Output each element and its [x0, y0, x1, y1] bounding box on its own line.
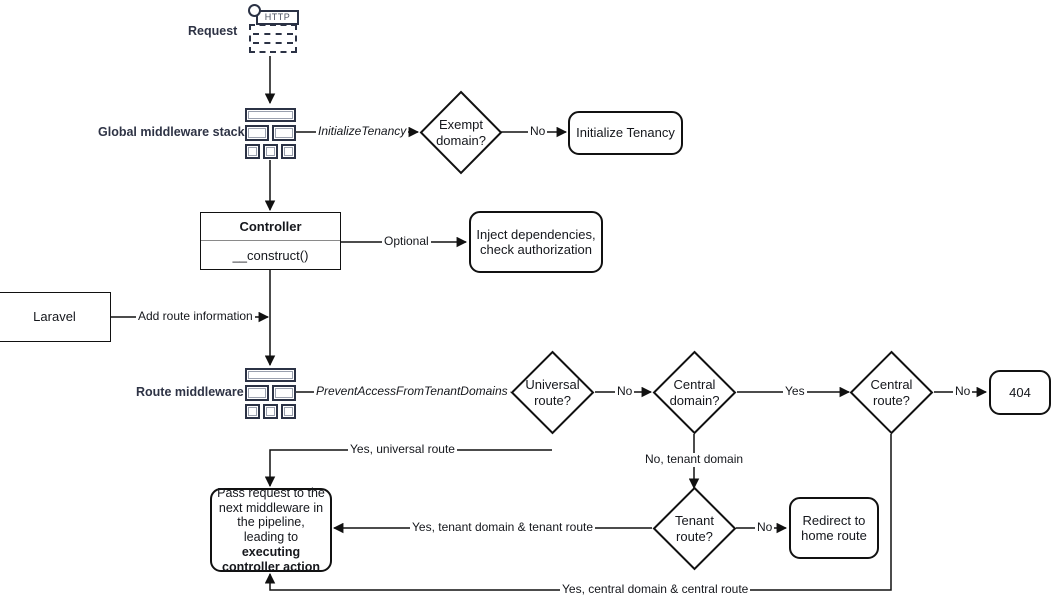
edge-label-yes-universal-route: Yes, universal route [348, 442, 457, 457]
stack-cell [281, 144, 296, 159]
edge-label-yes-central-domain-central-route: Yes, central domain & central route [560, 582, 751, 597]
edge-label-tenant-route-no: No [755, 520, 775, 535]
stack-row-top [245, 368, 296, 382]
stack-cell [245, 125, 269, 141]
decision-exempt-domain[interactable]: Exempt domain? [419, 90, 503, 175]
global-middleware-stack-label: Global middleware stack [98, 125, 245, 139]
stack-cell [263, 404, 278, 419]
edge-label-initialize-tenancy: InitializeTenancy [316, 124, 409, 139]
node-controller-title: Controller [201, 213, 340, 241]
node-controller-method: __construct() [232, 247, 309, 263]
stack-cell [245, 368, 296, 382]
node-redirect-home-route[interactable]: Redirect to home route [789, 497, 879, 559]
stack-row-middle [245, 125, 296, 141]
node-laravel[interactable]: Laravel [0, 292, 111, 342]
route-middleware-label: Route middleware [136, 385, 244, 399]
decision-universal-route[interactable]: Universal route? [510, 350, 595, 435]
http-request-body [249, 24, 297, 53]
http-label-box: HTTP [256, 10, 299, 25]
edge-label-central-domain-yes: Yes [783, 384, 807, 399]
stack-cell [245, 108, 296, 122]
stack-row-bottom [245, 404, 296, 419]
edge-label-yes-tenant-domain-tenant-route: Yes, tenant domain & tenant route [410, 520, 596, 535]
node-404[interactable]: 404 [989, 370, 1051, 415]
node-controller[interactable]: Controller __construct() [200, 212, 341, 270]
node-pass-request-plain: Pass request to the next middleware in t… [217, 485, 325, 544]
node-404-label: 404 [1009, 384, 1031, 400]
node-initialize-tenancy-label: Initialize Tenancy [576, 125, 675, 141]
http-label: HTTP [264, 12, 291, 22]
decision-central-domain[interactable]: Central domain? [652, 350, 737, 435]
edge-label-add-route-information: Add route information [136, 309, 255, 324]
stack-row-top [245, 108, 296, 122]
stack-cell [281, 404, 296, 419]
route-middleware-stack-icon [245, 368, 296, 419]
node-pass-request-bold: executing controller action [222, 544, 320, 574]
node-inject-dependencies[interactable]: Inject dependencies, check authorization [469, 211, 603, 273]
http-request-icon: HTTP [244, 2, 302, 56]
node-pass-request[interactable]: Pass request to the next middleware in t… [210, 486, 332, 575]
edge-label-no-tenant-domain: No, tenant domain [643, 452, 746, 467]
edge-label-central-route-no: No [953, 384, 973, 399]
stack-cell [272, 385, 296, 401]
stack-cell [272, 125, 296, 141]
node-pass-request-label: Pass request to the next middleware in t… [217, 486, 325, 575]
stack-row-bottom [245, 144, 296, 159]
request-label: Request [188, 24, 238, 38]
decision-tenant-route[interactable]: Tenant route? [652, 486, 737, 571]
node-redirect-home-route-label: Redirect to home route [801, 512, 867, 543]
decision-central-route[interactable]: Central route? [849, 350, 934, 435]
edge-universal-yes-to-pass-request [264, 449, 552, 488]
edge-label-prevent-access: PreventAccessFromTenantDomains [314, 384, 510, 399]
stack-row-middle [245, 385, 296, 401]
edge-label-optional: Optional [382, 234, 431, 249]
stack-cell [245, 404, 260, 419]
edge-label-universal-no: No [615, 384, 635, 399]
node-inject-dependencies-label: Inject dependencies, check authorization [476, 226, 596, 257]
node-laravel-label: Laravel [33, 309, 76, 325]
edge-label-exempt-no: No [528, 124, 548, 139]
stack-cell [263, 144, 278, 159]
http-circle-icon [248, 4, 261, 17]
stack-cell [245, 385, 269, 401]
stack-cell [245, 144, 260, 159]
global-middleware-stack-icon [245, 108, 296, 159]
node-initialize-tenancy[interactable]: Initialize Tenancy [568, 111, 683, 155]
